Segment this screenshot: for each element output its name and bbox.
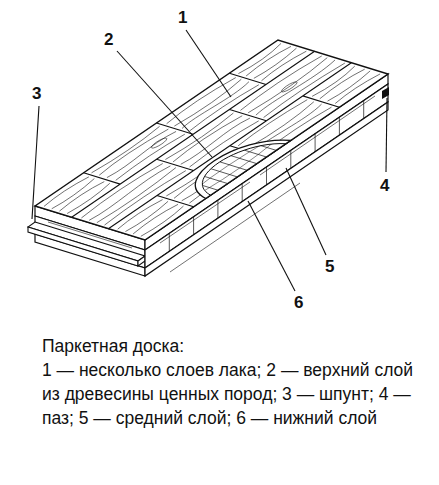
illustration-part — [35, 40, 388, 240]
illustration-part — [117, 51, 212, 157]
illustration-part — [183, 135, 286, 195]
illustration-part — [382, 87, 389, 99]
illustration-part — [386, 98, 387, 172]
illustration-part — [138, 256, 145, 266]
callout-number: 6 — [294, 294, 303, 311]
illustration-part — [32, 106, 39, 219]
illustration-part — [279, 81, 299, 93]
illustration-part — [149, 137, 169, 149]
board-top-face — [35, 40, 388, 240]
illustration-part — [286, 168, 326, 255]
illustration-part — [35, 40, 388, 240]
illustration-part — [43, 43, 381, 236]
groove-symbol — [382, 87, 389, 99]
leader-lines — [32, 30, 387, 291]
callout-number: 5 — [325, 258, 334, 275]
illustration-part — [248, 201, 295, 291]
illustration-part — [174, 137, 276, 190]
illustration-part — [195, 140, 276, 191]
callout-number: 1 — [178, 9, 187, 26]
illustration-part — [169, 132, 283, 194]
figure-caption: 1 — несколько слоев лака; 2 — верхний сл… — [42, 358, 432, 430]
callout-number: 3 — [32, 85, 41, 102]
callout-number: 4 — [380, 177, 389, 194]
illustration-part — [174, 130, 291, 198]
figure-title: Паркетная доска: — [42, 334, 184, 358]
callout-number: 2 — [104, 31, 113, 48]
illustration-part — [186, 30, 231, 97]
